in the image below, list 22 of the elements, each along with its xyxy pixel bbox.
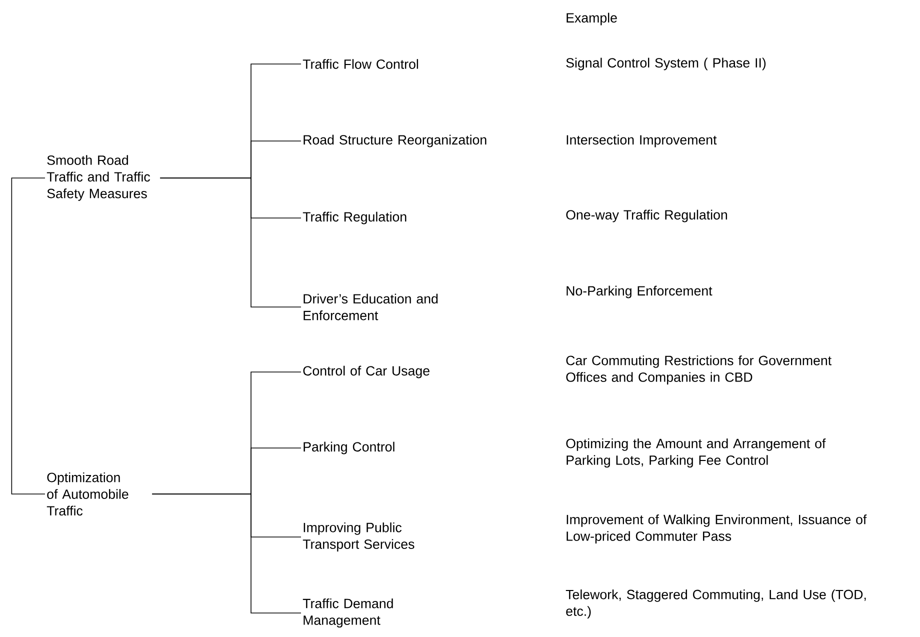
example-text: Optimizing the Amount and Arrangement of Parking Lots, Parking Fee Control (566, 438, 826, 468)
example-text: Telework, Staggered Commuting, Land Use (TOD, etc.) (566, 589, 866, 619)
measure-label: Road Structure Reorganization (304, 134, 486, 148)
measure-label: Traffic Demand Management (302, 598, 393, 628)
example-text: Signal Control System ( Phase II) (566, 58, 766, 70)
tree-connector (11, 178, 46, 494)
category-label: Optimization of Automobile Traffic (46, 472, 128, 516)
measure-label: Traffic Flow Control (302, 59, 418, 69)
measure-label: Driver’s Education and Enforcement (304, 294, 438, 320)
measure-label: Improving Public Transport Services (302, 522, 414, 552)
example-text: Improvement of Walking Environment, Issuance of Low-priced Commuter Pass (566, 514, 867, 544)
category-label: Smooth Road Traffic and Traffic Safety Measures (46, 155, 150, 201)
column-heading: Example (566, 12, 617, 26)
measure-label: Parking Control (304, 442, 394, 454)
example-text: No-Parking Enforcement (566, 286, 712, 298)
measure-label: Control of Car Usage (303, 366, 430, 378)
example-text: Intersection Improvement (566, 134, 717, 148)
tree-connector (160, 178, 302, 308)
example-text: Car Commuting Restrictions for Government Offices and Companies in CBD (566, 355, 832, 385)
tree-connector (152, 494, 302, 614)
measure-label: Traffic Regulation (302, 212, 406, 224)
example-text: One-way Traffic Regulation (566, 210, 727, 222)
